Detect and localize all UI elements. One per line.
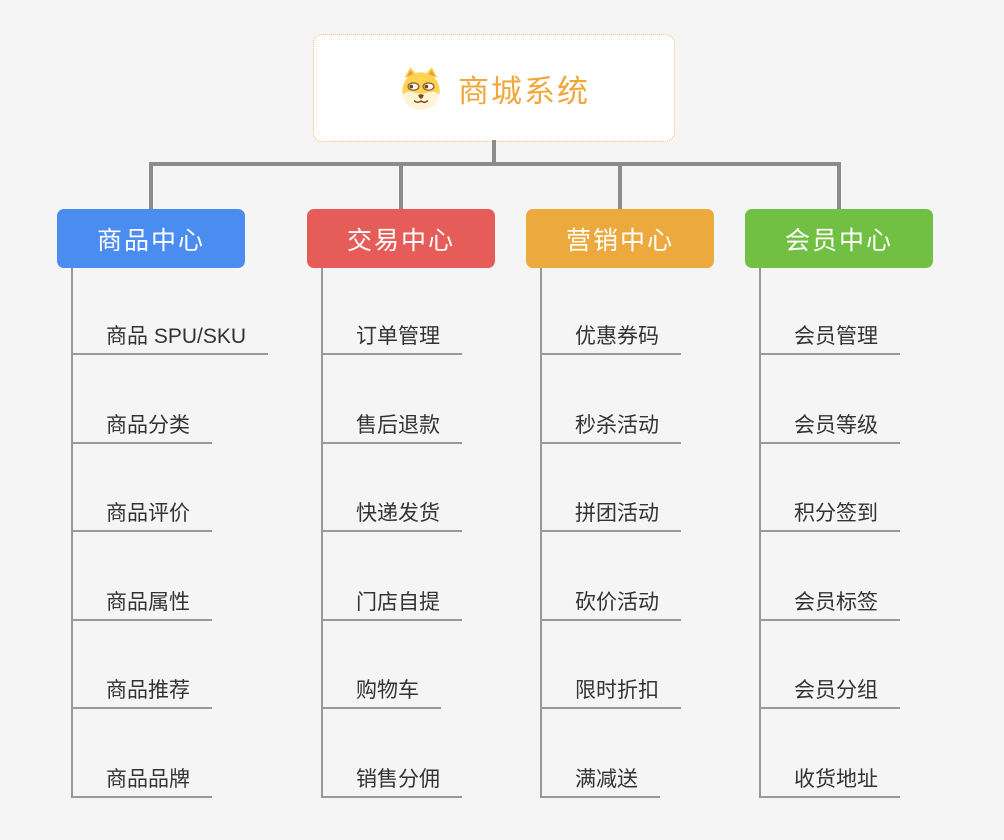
sub-topic[interactable]: 售后退款 bbox=[321, 410, 462, 444]
branch-node-3[interactable]: 会员中心 bbox=[745, 209, 933, 268]
sub-topic[interactable]: 商品评价 bbox=[71, 498, 212, 532]
root-node[interactable]: 商城系统 bbox=[313, 34, 675, 142]
sub-topic[interactable]: 快递发货 bbox=[321, 498, 462, 532]
branch-node-1[interactable]: 交易中心 bbox=[307, 209, 495, 268]
sub-topic[interactable]: 商品 SPU/SKU bbox=[71, 321, 269, 355]
connector-root-stem bbox=[492, 140, 496, 166]
connector-branch-trunk bbox=[321, 268, 323, 798]
sub-topic[interactable]: 砍价活动 bbox=[540, 587, 681, 621]
dog-face-icon bbox=[398, 65, 444, 111]
root-title: 商城系统 bbox=[458, 73, 590, 109]
sub-topic[interactable]: 销售分佣 bbox=[321, 764, 462, 798]
branch-label: 商品中心 bbox=[96, 226, 205, 255]
connector-branch-trunk bbox=[540, 268, 542, 798]
branch-group: 交易中心 订单管理售后退款快递发货门店自提购物车销售分佣 bbox=[307, 0, 567, 840]
sub-topic[interactable]: 商品分类 bbox=[71, 410, 212, 444]
sub-topic[interactable]: 会员管理 bbox=[759, 321, 900, 355]
connector-branch-trunk bbox=[759, 268, 761, 798]
sub-topic[interactable]: 积分签到 bbox=[759, 498, 900, 532]
sub-topic[interactable]: 秒杀活动 bbox=[540, 410, 681, 444]
branch-group: 会员中心 会员管理会员等级积分签到会员标签会员分组收货地址 bbox=[745, 0, 1004, 840]
connector-branch-drop bbox=[618, 162, 622, 209]
sub-topic[interactable]: 收货地址 bbox=[759, 764, 900, 798]
sub-topic[interactable]: 会员标签 bbox=[759, 587, 900, 621]
connector-branch-trunk bbox=[71, 268, 73, 798]
sub-topic[interactable]: 商品品牌 bbox=[71, 764, 212, 798]
branch-label: 营销中心 bbox=[565, 226, 674, 255]
sub-topic[interactable]: 门店自提 bbox=[321, 587, 462, 621]
connector-branch-drop bbox=[399, 162, 403, 209]
connector-branch-drop bbox=[149, 162, 153, 209]
connector-horizontal-bar bbox=[149, 162, 841, 166]
sub-topic[interactable]: 商品属性 bbox=[71, 587, 212, 621]
sub-topic[interactable]: 拼团活动 bbox=[540, 498, 681, 532]
branch-group: 商品中心 商品 SPU/SKU 商品分类商品评价商品属性商品推荐商品品牌 bbox=[57, 0, 317, 840]
branch-node-0[interactable]: 商品中心 bbox=[57, 209, 245, 268]
sub-topic[interactable]: 限时折扣 bbox=[540, 675, 681, 709]
sub-topic[interactable]: 商品推荐 bbox=[71, 675, 212, 709]
branch-label: 交易中心 bbox=[346, 226, 455, 255]
sub-topic[interactable]: 优惠券码 bbox=[540, 321, 681, 355]
sub-topic[interactable]: 订单管理 bbox=[321, 321, 462, 355]
sub-topic[interactable]: 会员等级 bbox=[759, 410, 900, 444]
sub-topic[interactable]: 购物车 bbox=[321, 675, 441, 709]
sub-topic[interactable]: 会员分组 bbox=[759, 675, 900, 709]
branch-label: 会员中心 bbox=[784, 226, 893, 255]
connector-branch-drop bbox=[837, 162, 841, 209]
branch-node-2[interactable]: 营销中心 bbox=[526, 209, 714, 268]
sub-topic[interactable]: 满减送 bbox=[540, 764, 660, 798]
branch-group: 营销中心 优惠券码秒杀活动拼团活动砍价活动限时折扣满减送 bbox=[526, 0, 786, 840]
